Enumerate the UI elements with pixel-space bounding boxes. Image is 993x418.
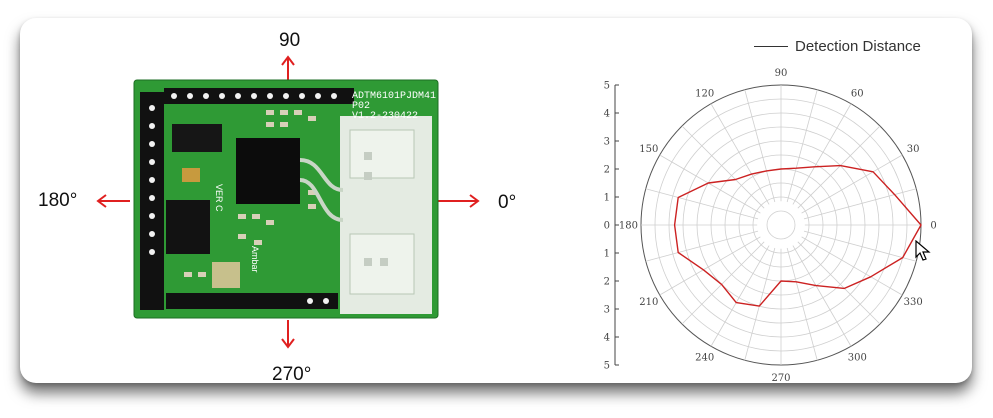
chart-legend: Detection Distance [754,38,921,55]
direction-label-180: 180° [38,190,78,211]
angle-tick-label: 330 [904,297,923,308]
direction-label-90: 90 [279,30,301,51]
angle-tick-label: 180 [619,221,638,232]
top-header-strip [164,88,354,104]
angle-tick-label: 150 [639,144,658,155]
polar-grid-spoke [744,247,776,361]
angle-tick-label: 90 [775,68,788,79]
direction-label-0: 0° [498,192,517,213]
radial-tick-label: 3 [604,137,610,148]
legend-line-swatch [754,46,788,47]
polar-chart: 0 30 60 90 120 150 180 210 240 270 300 330 0 1 1 2 2 3 3 4 4… [604,68,937,382]
polar-grid-spoke [645,230,759,262]
polar-grid-spoke [786,247,818,361]
main-radar-chip [236,138,300,204]
bottom-header-strip [166,293,338,309]
radial-tick-label: 2 [604,165,610,176]
angle-tick-label: 120 [695,88,714,99]
polar-grid-spoke [744,89,776,203]
mcu-chip [172,124,222,152]
polar-grid-spoke [801,236,903,296]
angle-tick-label: 60 [851,88,864,99]
polar-grid-spoke [792,245,852,347]
mouse-pointer-icon [915,240,931,261]
radial-tick-label: 5 [604,81,610,92]
radial-tick-label: 3 [604,305,610,316]
secondary-chip [166,200,210,254]
polar-grid-spoke [797,241,881,325]
left-header-pins [149,105,155,255]
angle-tick-label: 240 [695,353,714,364]
radial-tick-label: 5 [604,361,610,372]
radar-module-illustration: ADTM6101PJDM41 P02 V1.2-230422 VER C Amb… [96,55,480,349]
pcb-side-text: VER C [214,184,224,212]
polar-grid-spoke [803,230,917,262]
angle-tick-label: 270 [771,373,790,382]
polar-grid-spoke [681,241,765,325]
pcb-brand-text: Ambar [250,246,260,273]
radial-tick-label: 2 [604,277,610,288]
polar-grid-spoke [792,103,852,205]
radial-tick-label: 4 [604,109,610,120]
angle-tick-label: 30 [907,144,920,155]
polar-grid-spoke [645,188,759,220]
angle-tick-label: 210 [639,297,658,308]
radial-tick-label: 4 [604,333,610,344]
direction-label-270: 270° [272,364,312,385]
legend-label: Detection Distance [795,38,921,55]
direction-arrows [96,55,480,349]
top-header-pins [171,93,337,99]
polar-grid-spoke [786,89,818,203]
passive-components [184,110,316,277]
detection-distance-series-line [673,164,922,307]
radial-tick-label: 0 [604,221,610,232]
crystal [182,168,200,182]
angle-tick-label: 300 [848,353,867,364]
polar-grid-spoke [710,245,770,347]
polar-grid-spoke [797,125,881,209]
polar-grid-spoke [803,188,917,220]
polar-grid-spoke [710,103,770,205]
polar-grid-spoke [659,236,761,296]
pcb-model-text: ADTM6101PJDM41 [352,91,436,102]
polar-grid-circle [766,210,796,240]
pcb-version-text: V1.2-230422 [352,111,418,122]
polar-grid-spoke [659,154,761,214]
radial-tick-label: 1 [604,193,610,204]
inductor [212,262,240,288]
polar-grid-spoke [801,154,903,214]
pcb-revision-text: P02 [352,101,370,112]
angle-tick-label: 0 [930,221,936,232]
radial-tick-label: 1 [604,249,610,260]
polar-grid-spoke [681,125,765,209]
